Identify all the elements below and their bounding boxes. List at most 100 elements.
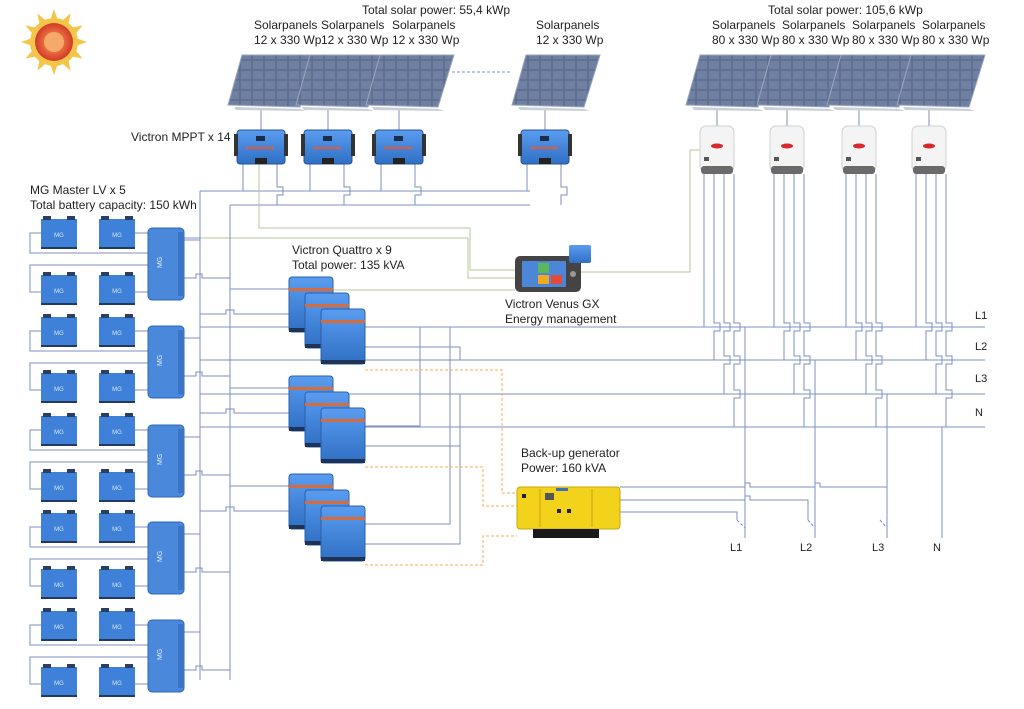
battery-terminal (101, 608, 109, 612)
master-dc-neg (184, 371, 230, 377)
battery-badge: MG (54, 233, 64, 239)
generator-title: Back-up generator (521, 446, 620, 460)
mg-master-side (178, 330, 183, 394)
mg-master-unit: MG (147, 424, 185, 498)
battery-badge: MG (112, 486, 122, 492)
dc-solar-panel (295, 54, 385, 111)
battery-terminal (125, 469, 133, 473)
comm-wire-inverter (580, 149, 700, 273)
battery-base (41, 639, 77, 641)
generator-control-wire (365, 466, 517, 507)
battery-module: MG (41, 510, 77, 543)
venus-tile (551, 275, 562, 284)
mg-master-badge: MG (157, 551, 164, 562)
grid-inverter (699, 125, 735, 174)
generator-out-l3 (620, 482, 888, 520)
sun-ray (50, 63, 58, 75)
generator-panel (545, 493, 554, 500)
solar-panel-shadow (234, 107, 306, 111)
mg-master-side (178, 624, 183, 688)
quattro-inverter (320, 308, 366, 365)
battery-terminal (101, 272, 109, 276)
inverter-body (769, 125, 805, 173)
generator-control-wire (365, 535, 517, 566)
battery-module: MG (41, 314, 77, 347)
battery-badge: MG (54, 486, 64, 492)
battery-terminal (101, 664, 109, 668)
ac-solar-total-label: Total solar power: 105,6 kWp (768, 3, 923, 17)
battery-body (41, 472, 77, 502)
battery-module: MG (41, 272, 77, 305)
solar-panel-shadow (692, 107, 764, 111)
battery-module: MG (41, 664, 77, 697)
quattro-base (321, 459, 365, 463)
battery-capacity: Total battery capacity: 150 kWh (30, 198, 197, 212)
battery-base (99, 597, 135, 599)
battery-module: MG (41, 370, 77, 403)
battery-module: MG (99, 608, 135, 641)
battery-badge: MG (54, 387, 64, 393)
battery-chain-wire (29, 624, 148, 646)
dc-solar-panel (365, 54, 455, 111)
generator-body (516, 486, 621, 530)
solar-panel-shadow (518, 107, 590, 111)
battery-badge: MG (112, 430, 122, 436)
battery-chain-wire (29, 264, 148, 293)
venus-tile (538, 263, 549, 273)
battery-base (99, 444, 135, 446)
venus-tile (538, 275, 549, 284)
battery-body (99, 569, 135, 599)
battery-body (99, 667, 135, 697)
mg-master-side (178, 232, 183, 296)
quattro-stripe (305, 501, 349, 504)
battery-terminal (67, 413, 75, 417)
battery-badge: MG (112, 387, 122, 393)
battery-base (41, 541, 77, 543)
sun-ray (50, 9, 58, 21)
solar-panel-surface (826, 54, 916, 108)
sun-center (44, 32, 64, 52)
battery-badge: MG (112, 583, 122, 589)
mppt-controller (234, 129, 288, 165)
ac-array-4-title: Solarpanels (922, 18, 986, 32)
grid-inverter (769, 125, 805, 174)
inverter-n-drop (803, 174, 811, 427)
battery-body (99, 472, 135, 502)
battery-terminal (125, 272, 133, 276)
ac-solar-panel (826, 54, 916, 111)
ac-solar-panel (896, 54, 986, 111)
solar-panel-surface (227, 54, 317, 108)
solar-panel-shadow (903, 107, 975, 111)
dc-array-4-title: Solarpanels (536, 18, 600, 32)
mppt-dc-drop (414, 164, 422, 205)
ac-array-3-title: Solarpanels (852, 18, 916, 32)
battery-badge: MG (112, 289, 122, 295)
battery-terminal (43, 216, 51, 220)
dc-solar-total-label: Total solar power: 55,4 kWp (362, 3, 511, 17)
quattro-stripe (321, 320, 365, 323)
generator-knob (522, 494, 526, 498)
battery-body (99, 416, 135, 446)
battery-terminal (125, 510, 133, 514)
master-dc-neg (184, 567, 230, 573)
quattro-body (320, 505, 366, 562)
quattro-inverter (320, 407, 366, 464)
dc-array-1-title: Solarpanels (254, 18, 318, 32)
battery-badge: MG (112, 233, 122, 239)
mppt-display (540, 136, 549, 141)
mg-master-body (147, 424, 185, 498)
battery-chain-wire (29, 526, 148, 548)
master-dc-neg (184, 273, 230, 279)
dc-solar-panel (511, 54, 601, 111)
battery-module: MG (99, 314, 135, 347)
mppt-controller (518, 129, 572, 165)
mg-master-unit: MG (147, 227, 185, 301)
battery-base (41, 444, 77, 446)
battery-terminal (125, 413, 133, 417)
generator-logo (556, 488, 568, 491)
quattro-stripe (289, 485, 333, 488)
battery-module: MG (99, 510, 135, 543)
inverter-l2-drop (713, 174, 721, 360)
